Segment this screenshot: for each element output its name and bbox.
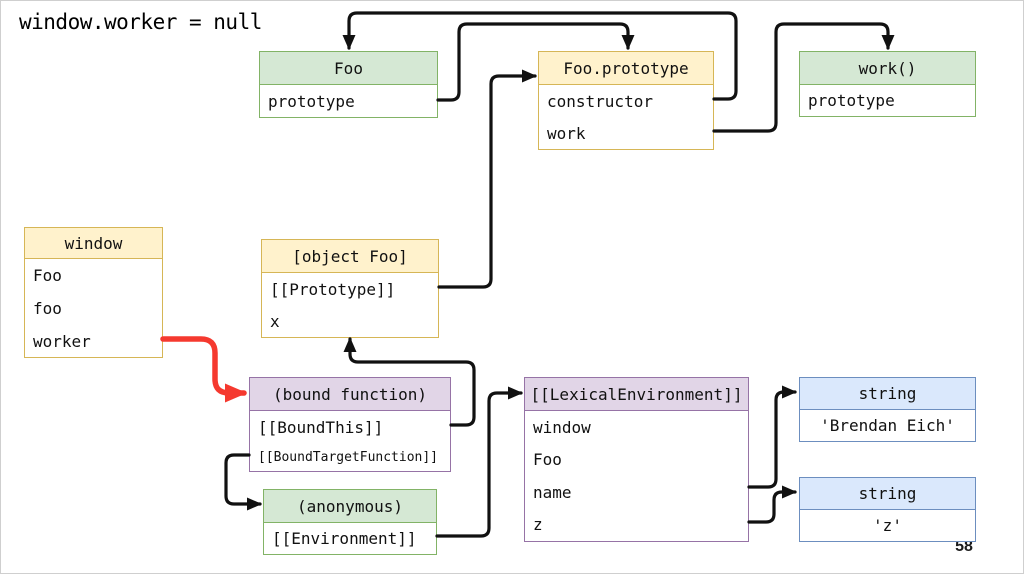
- anonymous-box: (anonymous) [[Environment]]: [263, 489, 437, 555]
- lexical-environment-row: window: [533, 417, 591, 437]
- name-to-string-brendan-arrow: [747, 385, 797, 489]
- window-row: Foo: [33, 266, 62, 285]
- object-foo-box: [object Foo] [[Prototype]] x: [261, 239, 439, 338]
- string-z-header: string: [800, 478, 975, 510]
- bound-function-box: (bound function) [[BoundThis]] [[BoundTarg…: [249, 377, 451, 472]
- foo-box: Foo prototype: [259, 51, 438, 118]
- bound-function-row: [[BoundTargetFunction]]: [258, 449, 439, 465]
- string-z-row: 'z': [873, 516, 902, 535]
- foo-prototype-header: Foo.prototype: [539, 52, 713, 85]
- page-number: 58: [955, 538, 973, 555]
- foo-prototype-row: constructor: [547, 91, 653, 111]
- worker-to-bound-function-arrow: [160, 336, 247, 403]
- z-to-string-z-arrow: [747, 485, 797, 524]
- work-row: prototype: [808, 91, 895, 110]
- lexical-environment-row: z: [533, 515, 543, 535]
- bound-function-row: [[BoundThis]]: [258, 417, 384, 437]
- bound-function-header: (bound function): [250, 378, 450, 411]
- foo-header: Foo: [260, 52, 437, 85]
- window-row: worker: [33, 331, 91, 351]
- page-title: window.worker = null: [19, 10, 262, 34]
- string-brendan-header: string: [800, 378, 975, 410]
- object-foo-row: [[Prototype]]: [270, 279, 396, 299]
- object-foo-row: x: [270, 311, 280, 331]
- work-header: work(): [800, 52, 975, 85]
- string-z-box: string 'z': [799, 477, 976, 542]
- foo-row: prototype: [268, 91, 355, 111]
- string-brendan-row: 'Brendan Eich': [820, 416, 955, 435]
- work-box: work() prototype: [799, 51, 976, 117]
- anonymous-row: [[Environment]]: [272, 529, 417, 548]
- lexical-environment-row: name: [533, 482, 572, 502]
- anonymous-header: (anonymous): [264, 490, 436, 523]
- window-header: window: [25, 228, 162, 259]
- lexical-environment-header: [[LexicalEnvironment]]: [525, 378, 748, 411]
- string-brendan-box: string 'Brendan Eich': [799, 377, 976, 442]
- object-foo-prototype-to-foo-prototype-arrow: [437, 69, 537, 289]
- window-row: foo: [33, 299, 62, 318]
- foo-prototype-box: Foo.prototype constructor work: [538, 51, 714, 150]
- object-foo-header: [object Foo]: [262, 240, 438, 273]
- lexical-environment-row: Foo: [533, 450, 562, 470]
- foo-prototype-row: work: [547, 123, 586, 143]
